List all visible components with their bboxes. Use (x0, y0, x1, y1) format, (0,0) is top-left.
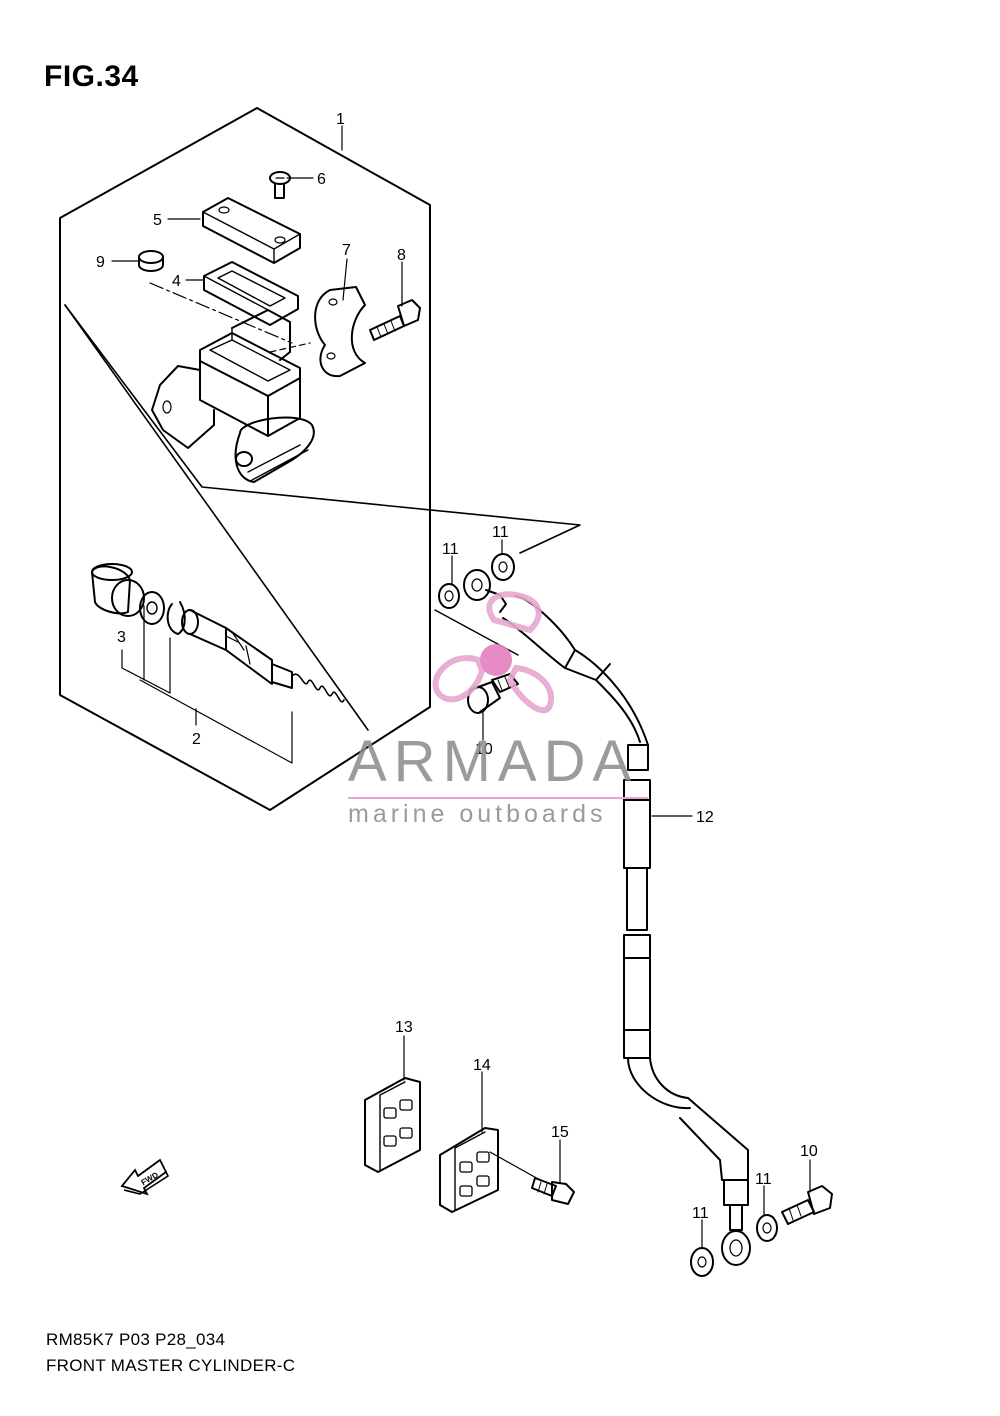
callout-3: 3 (117, 629, 126, 646)
watermark-divider (348, 797, 648, 799)
callout-11-lower-right: 11 (755, 1171, 772, 1188)
reservoir-cap-5 (202, 197, 301, 264)
callout-5: 5 (153, 212, 162, 229)
hose-clamp-14 (439, 1127, 499, 1213)
leader-bracket (121, 649, 171, 694)
callout-11-left: 11 (442, 541, 459, 558)
callout-8: 8 (397, 247, 406, 264)
clamp-bolt-8 (369, 299, 421, 341)
union-bolt-10 (781, 1185, 833, 1225)
callout-10-upper: 10 (475, 741, 493, 758)
reservoir-diaphragm (231, 309, 291, 361)
projection-line (489, 1151, 541, 1181)
assembly-name: FRONT MASTER CYLINDER-C (46, 1356, 296, 1375)
callout-11-right: 11 (492, 524, 509, 541)
master-cylinder-body (151, 332, 315, 483)
callout-13: 13 (395, 1019, 413, 1036)
washer-11 (690, 1214, 778, 1277)
projection-line (64, 304, 369, 731)
callout-14: 14 (473, 1057, 491, 1074)
callout-1: 1 (336, 111, 345, 128)
piston-boot-3 (91, 563, 186, 635)
callout-10-lower: 10 (800, 1143, 818, 1160)
watermark-tagline: marine outboards (348, 800, 607, 828)
screw-15 (531, 1177, 575, 1205)
projection-line (64, 304, 581, 554)
callout-11-lower-left: 11 (692, 1205, 709, 1222)
callout-4: 4 (172, 273, 181, 290)
clamp-holder-7 (314, 286, 366, 378)
callout-6: 6 (317, 171, 326, 188)
callout-9: 9 (96, 254, 105, 271)
union-bolt-10 (467, 673, 519, 714)
callout-15: 15 (551, 1124, 569, 1141)
leader-line (342, 258, 348, 301)
diaphragm-plate-4 (203, 261, 299, 326)
watermark-logo-icon (432, 591, 555, 714)
watermark-brand: ARMADA (348, 729, 639, 794)
model-code: RM85K7 P03 P28_034 (46, 1330, 226, 1349)
leader-bracket (139, 679, 293, 764)
screw-6 (269, 171, 291, 199)
projection-line (149, 282, 293, 344)
assembly-boundary (59, 107, 431, 811)
piston-assembly-2 (181, 609, 345, 703)
hose-clamp-13 (364, 1077, 421, 1173)
cap-seal-9 (138, 250, 164, 272)
fwd-arrow-icon: FWD (120, 1158, 170, 1196)
callout-12: 12 (696, 809, 714, 826)
callout-7: 7 (342, 242, 351, 259)
figure-title: FIG.34 (44, 60, 139, 93)
callout-2: 2 (192, 731, 201, 748)
washer-11 (438, 553, 515, 609)
